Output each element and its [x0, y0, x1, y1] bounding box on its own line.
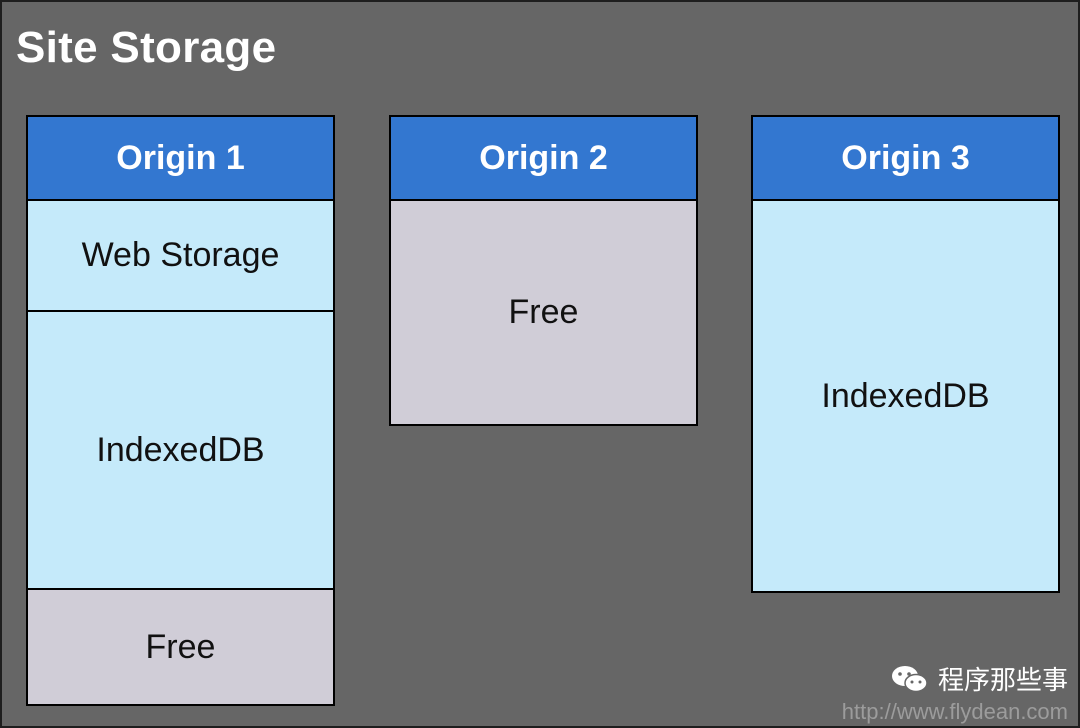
origin-1-web-storage: Web Storage — [28, 201, 333, 310]
origin-1-header: Origin 1 — [28, 117, 333, 201]
watermark-name: 程序那些事 — [937, 666, 1068, 696]
wechat-icon — [890, 664, 930, 694]
origin-1-box: Origin 1 Web Storage IndexedDB Free — [26, 115, 335, 706]
origin-1-free: Free — [28, 588, 333, 704]
origin-2-free: Free — [391, 201, 696, 424]
watermark-url: http://www.flydean.com — [841, 699, 1068, 724]
origin-3-header: Origin 3 — [753, 117, 1058, 201]
origin-2-header: Origin 2 — [391, 117, 696, 201]
origin-3-indexeddb: IndexedDB — [753, 201, 1058, 591]
diagram-title: Site Storage — [16, 23, 277, 72]
watermark: 程序那些事 http://www.flydean.com — [842, 660, 1068, 725]
origin-1-indexeddb: IndexedDB — [28, 310, 333, 588]
origin-3-box: Origin 3 IndexedDB — [751, 115, 1060, 593]
origin-2-box: Origin 2 Free — [389, 115, 698, 426]
